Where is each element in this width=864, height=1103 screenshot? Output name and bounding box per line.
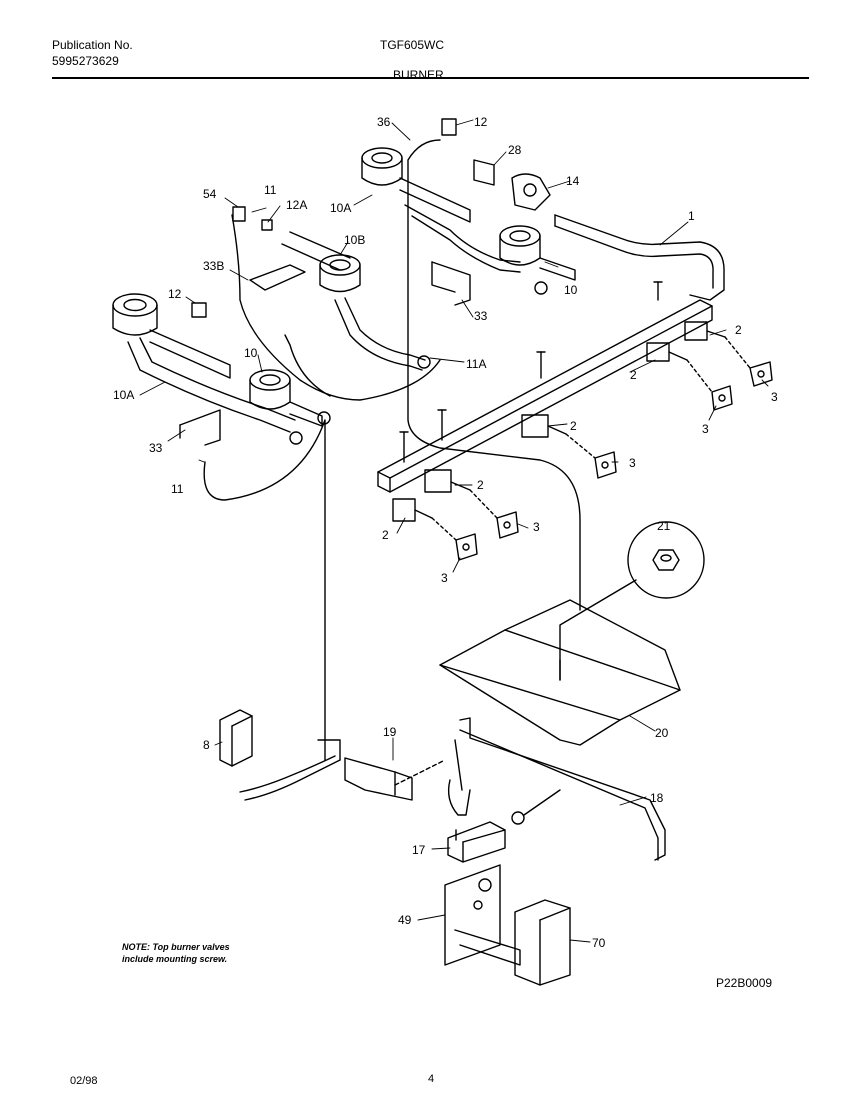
callout-11: 11 xyxy=(171,482,184,496)
power-cord xyxy=(239,755,341,801)
callout-70: 70 xyxy=(592,936,606,950)
callout-2: 2 xyxy=(630,368,637,382)
callout-2: 2 xyxy=(382,528,389,542)
publication-label: Publication No. xyxy=(52,38,133,52)
igniter-wires xyxy=(203,139,581,761)
callout-33: 33 xyxy=(149,441,163,455)
callout-12A: 12A xyxy=(286,198,307,212)
model-number: TGF605WC xyxy=(380,38,445,52)
spark-module-part xyxy=(219,709,253,767)
callout-3: 3 xyxy=(441,571,448,585)
callout-36: 36 xyxy=(377,115,391,129)
valve-knobs xyxy=(431,336,773,561)
footer-date: 02/98 xyxy=(70,1075,98,1087)
left-center-burner xyxy=(249,369,331,427)
diagram-code: P22B0009 xyxy=(716,976,773,990)
callout-8: 8 xyxy=(203,738,210,752)
callout-1: 1 xyxy=(688,209,695,223)
callout-2: 2 xyxy=(570,419,577,433)
mounting-screws xyxy=(399,281,663,463)
publication-number: 5995273629 xyxy=(52,54,119,68)
callout-33B: 33B xyxy=(203,259,224,273)
callout-12: 12 xyxy=(168,287,182,301)
leader-lines xyxy=(139,119,769,943)
callout-18: 18 xyxy=(650,791,664,805)
top-hardware xyxy=(191,118,551,318)
callout-11A: 11A xyxy=(466,357,486,371)
manifold-pipe xyxy=(554,214,725,301)
callout-19: 19 xyxy=(383,725,397,739)
callout-54: 54 xyxy=(203,187,217,201)
baffle xyxy=(439,599,681,746)
header-rule xyxy=(52,77,809,79)
left-rear-burner xyxy=(281,231,431,371)
callout-10: 10 xyxy=(564,283,578,297)
callout-21: 21 xyxy=(657,519,671,533)
callout-10: 10 xyxy=(244,346,258,360)
callout-3: 3 xyxy=(533,520,540,534)
igniter-switch-part xyxy=(344,757,446,801)
callout-20: 20 xyxy=(655,726,669,740)
right-rear-burner xyxy=(361,147,521,273)
callout-3: 3 xyxy=(702,422,709,436)
callout-3: 3 xyxy=(629,456,636,470)
callout-12: 12 xyxy=(474,115,488,129)
left-front-burner-large xyxy=(112,293,303,445)
callout-10A: 10A xyxy=(330,201,351,215)
callout-49: 49 xyxy=(398,913,412,927)
oven-safety-valve xyxy=(447,821,506,863)
callout-10A: 10A xyxy=(113,388,134,402)
note-line-1: NOTE: Top burner valves xyxy=(122,942,230,952)
mounting-note: NOTE: Top burner valves include mounting… xyxy=(122,941,230,965)
callout-17: 17 xyxy=(412,843,426,857)
callout-33: 33 xyxy=(474,309,488,323)
callout-14: 14 xyxy=(566,174,580,188)
callout-2: 2 xyxy=(477,478,484,492)
callout-labels: 1 2 2 2 2 2 3 3 3 3 3 8 10 10 10A 10A 10… xyxy=(113,115,778,950)
callout-28: 28 xyxy=(508,143,522,157)
callout-10B: 10B xyxy=(344,233,365,247)
callout-2: 2 xyxy=(735,323,742,337)
transformer-box xyxy=(514,899,571,986)
valve-bracket xyxy=(444,864,521,966)
callout-11: 11 xyxy=(264,183,277,197)
valve-rail xyxy=(377,299,713,493)
oven-burner xyxy=(447,717,666,861)
burner-brackets xyxy=(179,261,471,446)
burner-valves xyxy=(392,321,726,522)
right-front-burner xyxy=(499,225,576,295)
callout-3: 3 xyxy=(771,390,778,404)
note-line-2: include mounting screw. xyxy=(122,954,228,964)
nut-detail-callout xyxy=(559,521,705,681)
page-number: 4 xyxy=(428,1073,435,1085)
